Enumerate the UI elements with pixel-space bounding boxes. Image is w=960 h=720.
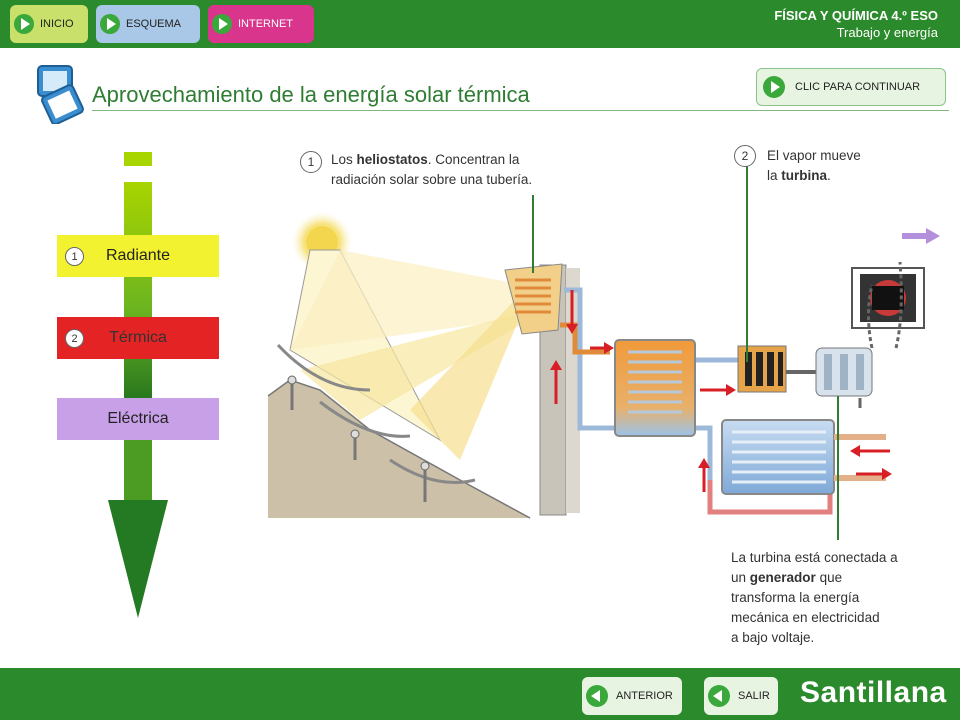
back-icon	[708, 685, 730, 707]
energy-termica: 2 Térmica	[57, 317, 219, 359]
topic-title: Trabajo y energía	[836, 25, 938, 40]
slides-icon	[37, 65, 84, 124]
step-1-number: 1	[300, 151, 322, 173]
page-title: Aprovechamiento de la energía solar térm…	[92, 82, 530, 107]
internet-label: INTERNET	[238, 18, 293, 30]
anterior-button[interactable]: ANTERIOR	[582, 677, 682, 715]
electricity-arrow-icon	[902, 228, 940, 244]
continue-label: CLIC PARA CONTINUAR	[795, 81, 921, 93]
energy-label: Térmica	[109, 329, 167, 346]
text-line: transforma la energía	[731, 590, 860, 605]
energy-radiante: 1 Radiante	[57, 235, 219, 277]
heliostats-term: heliostatos	[356, 152, 428, 167]
title-underline	[92, 110, 949, 111]
energy-label: Eléctrica	[107, 410, 169, 427]
text-line: a bajo voltaje.	[731, 630, 815, 645]
text-line: mecánica en electricidad	[731, 610, 880, 625]
turbine-term: turbina	[781, 168, 828, 183]
text-fragment: un	[731, 570, 750, 585]
energy-electrica: Eléctrica	[57, 398, 219, 440]
energy-label: Radiante	[105, 247, 171, 264]
bottom-bar	[0, 668, 960, 720]
text-fragment: . Concentran la	[427, 152, 520, 167]
text-fragment: Los	[331, 152, 357, 167]
play-icon	[100, 14, 120, 34]
subject-title: FÍSICA Y QUÍMICA 4.º ESO	[774, 8, 938, 23]
subject-header: FÍSICA Y QUÍMICA 4.º ESO Trabajo y energ…	[774, 8, 938, 40]
anterior-label: ANTERIOR	[616, 690, 673, 702]
inicio-label: INICIO	[40, 18, 74, 30]
play-icon	[212, 14, 232, 34]
generator-text: La turbina está conectada a un generador…	[731, 548, 898, 648]
text-line: radiación solar sobre una tubería.	[331, 172, 533, 187]
internet-button[interactable]: INTERNET	[208, 5, 314, 43]
step-2-number: 2	[734, 145, 756, 167]
heliostats-text: Los heliostatos. Concentran la radiación…	[331, 150, 532, 190]
back-icon	[586, 685, 608, 707]
turbine-text: El vapor mueve la turbina.	[767, 146, 861, 186]
step-number: 2	[65, 329, 84, 348]
energy-arrow	[108, 152, 168, 618]
publisher-logo: Santillana	[800, 676, 947, 709]
text-line: El vapor mueve	[767, 148, 861, 163]
salir-button[interactable]: SALIR	[704, 677, 778, 715]
text-fragment: que	[815, 570, 843, 585]
step-number: 1	[65, 247, 84, 266]
text-fragment: .	[827, 168, 831, 183]
inicio-button[interactable]: INICIO	[10, 5, 88, 43]
solar-plant-diagram	[267, 162, 940, 540]
play-icon	[763, 76, 785, 98]
continue-button[interactable]: CLIC PARA CONTINUAR	[756, 68, 946, 106]
text-line: La turbina está conectada a	[731, 550, 898, 565]
generator-term: generador	[749, 570, 816, 585]
salir-label: SALIR	[738, 690, 770, 702]
text-fragment: la	[767, 168, 782, 183]
esquema-label: ESQUEMA	[126, 18, 182, 30]
esquema-button[interactable]: ESQUEMA	[96, 5, 200, 43]
play-icon	[14, 14, 34, 34]
